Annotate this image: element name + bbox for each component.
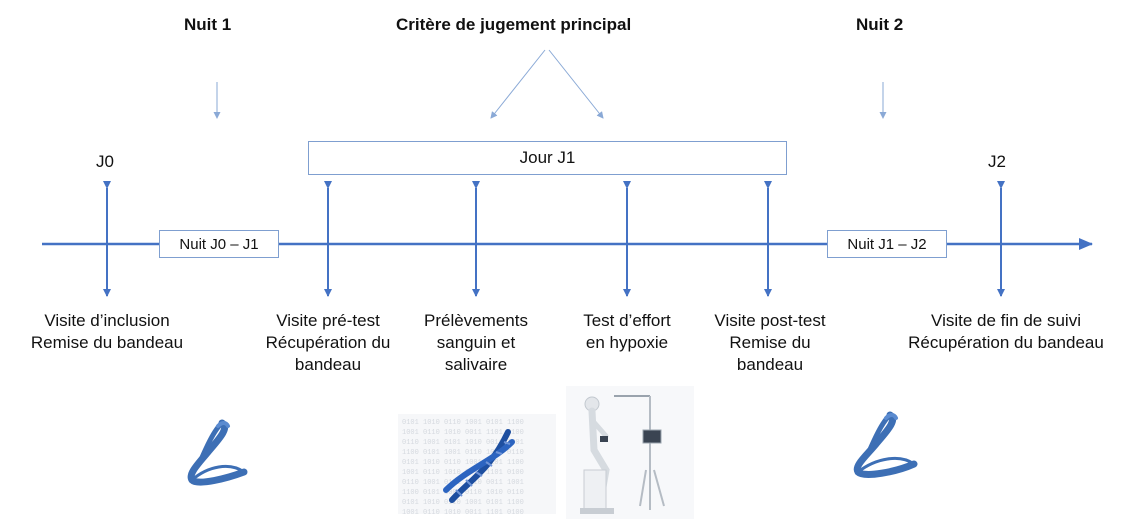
svg-text:0101 1010 0110 1001 0101 1100: 0101 1010 0110 1001 0101 1100 [402, 499, 524, 507]
headband-icon [853, 411, 918, 478]
header-night2: Nuit 2 [856, 15, 904, 34]
night-box-j1-j2: Nuit J1 – J2 [827, 230, 947, 258]
caption-line: Remise du bandeau [30, 333, 184, 352]
caption-line: en hypoxie [585, 333, 669, 352]
caption-samples: Prélèvements sanguin et salivaire [406, 310, 546, 376]
dna-helix-image: 0101 1010 0110 1001 0101 1100 1001 0110 … [398, 414, 556, 517]
svg-text:1100 0101 1001 0110 1010 0110: 1100 0101 1001 0110 1010 0110 [402, 449, 524, 457]
headband-icon [187, 419, 248, 486]
event-arrows [103, 181, 1005, 297]
svg-text:1001 0110 1010 0011 1101 0100: 1001 0110 1010 0011 1101 0100 [402, 429, 524, 437]
caption-line: Remise du [729, 333, 811, 352]
day-label-j2: J2 [988, 152, 1006, 171]
caption-end-of-followup: Visite de fin de suivi Récupération du b… [877, 310, 1135, 354]
caption-line: Visite d’inclusion [44, 311, 170, 330]
caption-line: Visite de fin de suivi [931, 311, 1081, 330]
day-label-j0: J0 [96, 152, 114, 171]
day-j1-box: Jour J1 [308, 141, 787, 175]
caption-inclusion: Visite d’inclusion Remise du bandeau [27, 310, 187, 354]
day-j1-label: Jour J1 [519, 148, 576, 167]
header-primary-endpoint: Critère de jugement principal [396, 15, 632, 34]
svg-text:0110 1001 0101 1010 0011 1001: 0110 1001 0101 1010 0011 1001 [402, 479, 524, 487]
caption-line: Récupération du bandeau [908, 333, 1104, 352]
night-box-j0-j1-label: Nuit J0 – J1 [179, 235, 259, 253]
header-night1: Nuit 1 [184, 15, 232, 34]
caption-line: Test d’effort [583, 311, 671, 330]
svg-text:0101 1010 0110 1001 0101 1100: 0101 1010 0110 1001 0101 1100 [402, 459, 524, 467]
night-box-j1-j2-label: Nuit J1 – J2 [847, 235, 927, 253]
pointer-primary-right [548, 49, 604, 119]
caption-line: Visite post-test [714, 311, 826, 330]
caption-line: salivaire [444, 355, 508, 374]
svg-text:1001 0110 1010 0011 1101 0100: 1001 0110 1010 0011 1101 0100 [402, 509, 524, 517]
caption-line: bandeau [294, 355, 362, 374]
caption-pretest: Visite pré-test Récupération du bandeau [248, 310, 408, 376]
caption-posttest: Visite post-test Remise du bandeau [692, 310, 848, 376]
exercise-bike-image [566, 386, 694, 519]
caption-line: Prélèvements [424, 311, 528, 330]
caption-line: Visite pré-test [276, 311, 380, 330]
pointer-arrows [213, 49, 887, 119]
caption-exercise: Test d’effort en hypoxie [565, 310, 689, 354]
night-box-j0-j1: Nuit J0 – J1 [159, 230, 279, 258]
caption-line: sanguin et [436, 333, 516, 352]
svg-text:0110 1001 0101 1010 0011 1001: 0110 1001 0101 1010 0011 1001 [402, 439, 524, 447]
pointer-primary-left [490, 49, 546, 119]
svg-text:0101 1010 0110 1001 0101 1100: 0101 1010 0110 1001 0101 1100 [402, 419, 524, 427]
caption-line: bandeau [736, 355, 804, 374]
caption-line: Récupération du [265, 333, 391, 352]
